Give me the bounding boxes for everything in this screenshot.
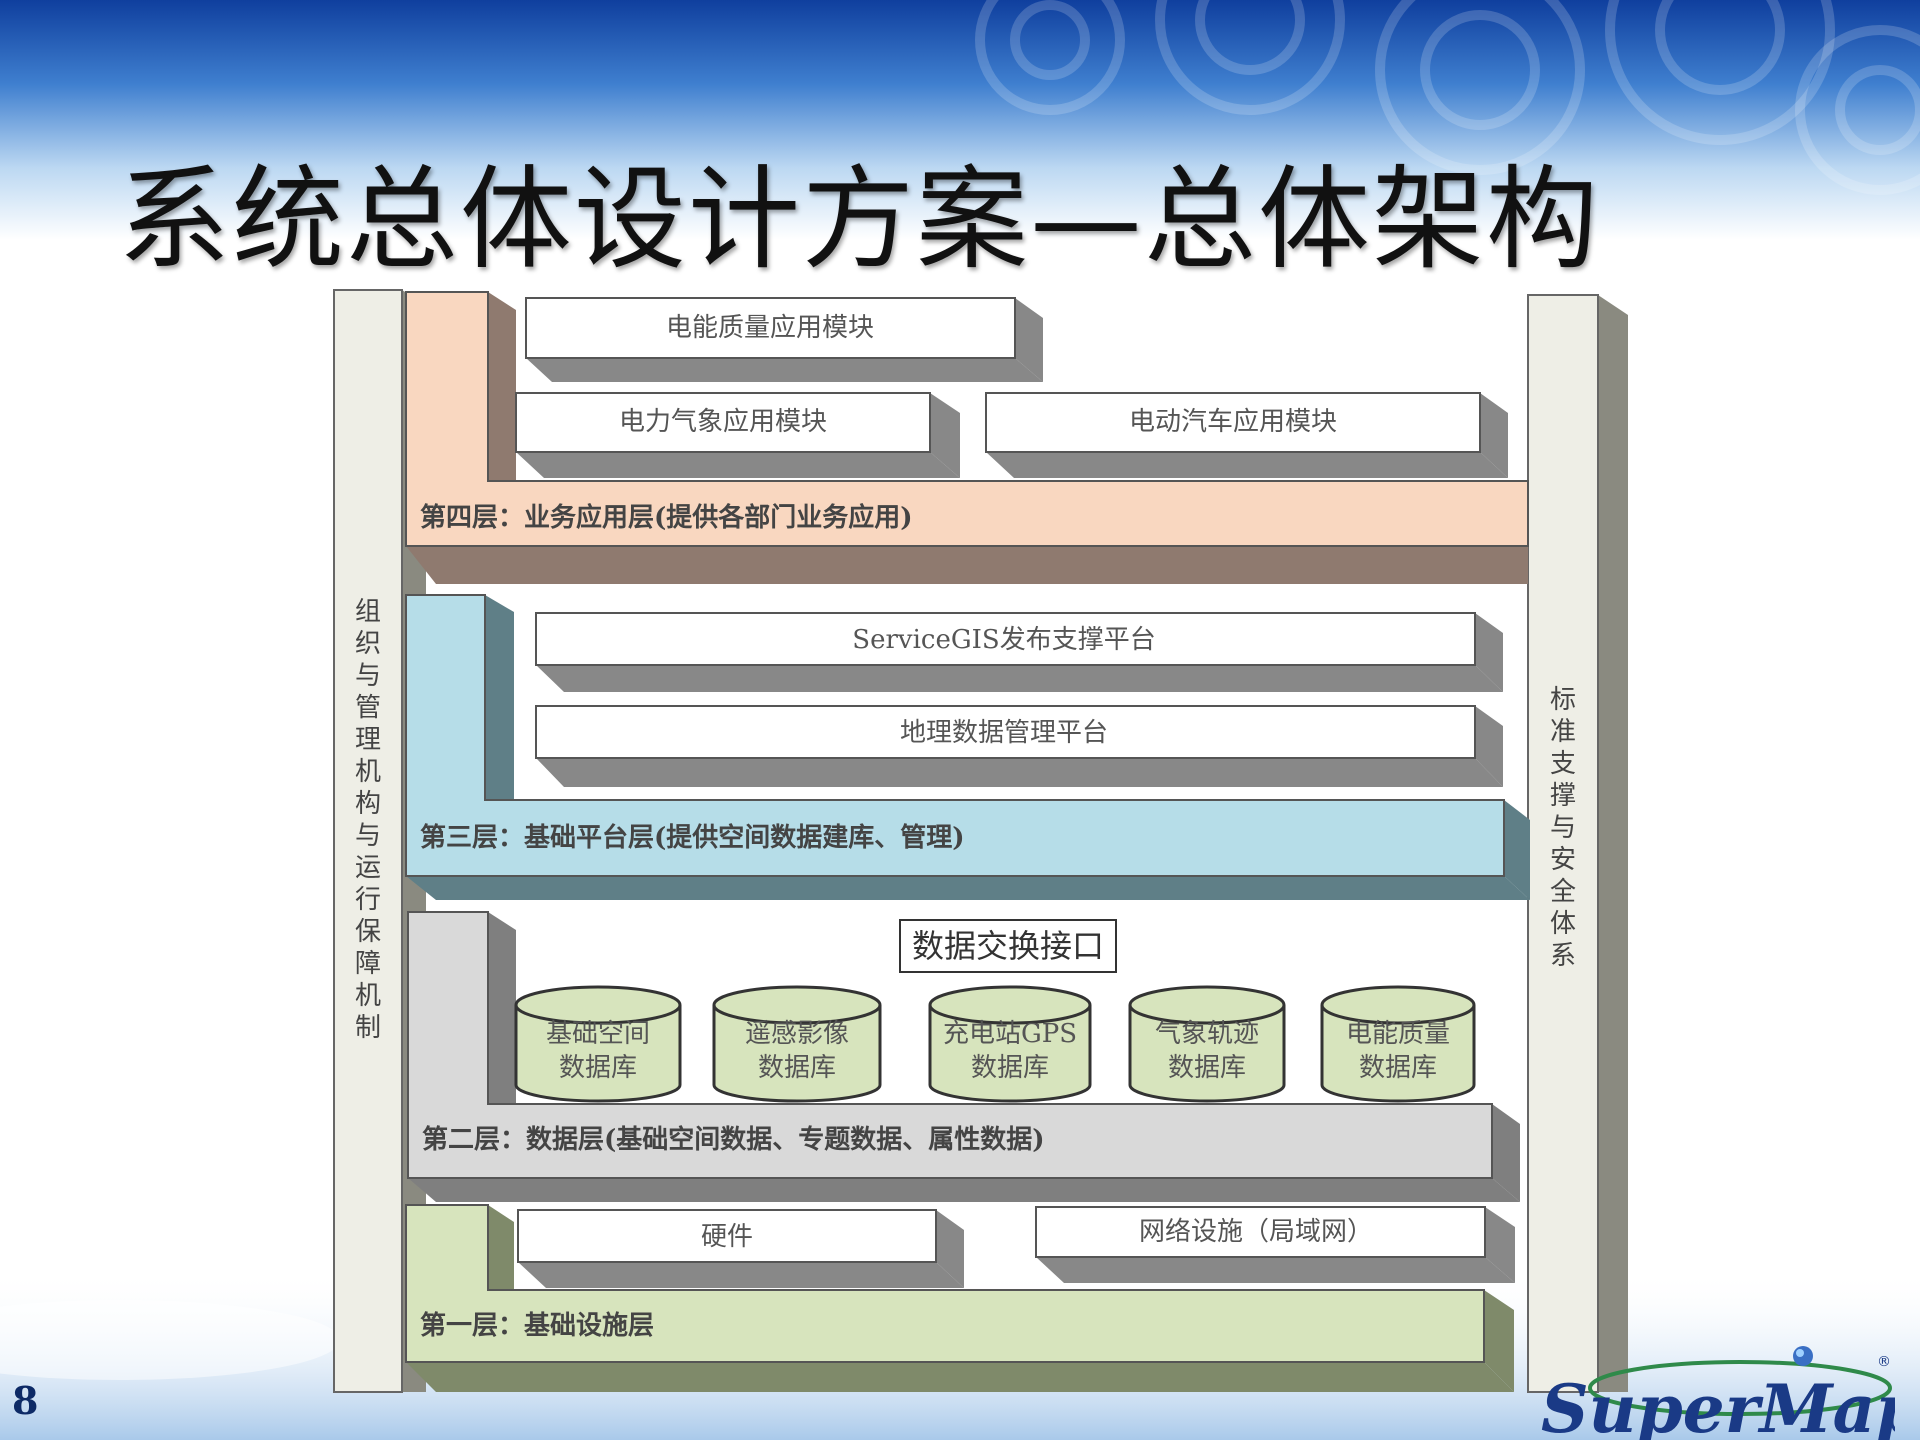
database-power-quality: 电能质量 数据库: [1320, 985, 1476, 1103]
svg-text:数据库: 数据库: [1168, 1053, 1246, 1083]
layer2-label: 第二层：数据层(基础空间数据、专题数据、属性数据): [422, 1124, 1045, 1155]
svg-text:地理数据管理平台: 地理数据管理平台: [900, 718, 1108, 748]
module-network: 网络设施（局域网）: [1035, 1206, 1515, 1283]
module-servicegis-platform: ServiceGIS发布支撑平台: [535, 612, 1503, 692]
layer4-block: 第四层：业务应用层(提供各部门业务应用): [405, 291, 1529, 584]
svg-text:充电站GPS: 充电站GPS: [943, 1019, 1077, 1049]
svg-text:数据库: 数据库: [758, 1053, 836, 1083]
module-power-quality-app: 电能质量应用模块: [525, 297, 1043, 382]
svg-text:电能质量: 电能质量: [1346, 1019, 1450, 1049]
database-basic-spatial: 基础空间 数据库: [514, 985, 682, 1103]
svg-text:电动汽车应用模块: 电动汽车应用模块: [1129, 407, 1337, 437]
svg-text:电能质量应用模块: 电能质量应用模块: [666, 313, 874, 343]
svg-text:®: ®: [1877, 1354, 1891, 1370]
layer3-block: 第三层：基础平台层(提供空间数据建库、管理): [405, 594, 1530, 900]
left-column-label: 组织与管理机构与运行保障机制: [355, 597, 381, 1043]
database-weather-track: 气象轨迹 数据库: [1128, 985, 1286, 1103]
slide-title: 系统总体设计方案—总体架构: [118, 155, 1600, 285]
svg-text:数据交换接口: 数据交换接口: [912, 927, 1104, 965]
svg-text:遥感影像: 遥感影像: [745, 1019, 849, 1049]
right-column-label: 标准支撑与安全体系: [1550, 685, 1576, 971]
layer3-label: 第三层：基础平台层(提供空间数据建库、管理): [420, 822, 965, 853]
svg-text:电力气象应用模块: 电力气象应用模块: [619, 407, 827, 437]
svg-text:网络设施（局域网）: 网络设施（局域网）: [1139, 1217, 1373, 1247]
module-ev-app: 电动汽车应用模块: [985, 392, 1508, 478]
layer1-label: 第一层：基础设施层: [420, 1310, 654, 1341]
svg-text:数据库: 数据库: [971, 1053, 1049, 1083]
svg-text:基础空间: 基础空间: [546, 1019, 650, 1049]
database-remote-sensing: 遥感影像 数据库: [712, 985, 882, 1103]
svg-text:气象轨迹: 气象轨迹: [1155, 1019, 1259, 1049]
layer2-block: 第二层：数据层(基础空间数据、专题数据、属性数据): [407, 911, 1520, 1202]
right-column: 标准支撑与安全体系: [1527, 294, 1628, 1393]
layer1-block: 第一层：基础设施层: [405, 1204, 1514, 1392]
svg-text:SuperMap: SuperMap: [1541, 1370, 1895, 1440]
page-number: 8: [12, 1378, 39, 1423]
supermap-logo: SuperMap ®: [1541, 1346, 1895, 1440]
module-power-weather-app: 电力气象应用模块: [515, 392, 960, 478]
module-geo-data-platform: 地理数据管理平台: [535, 705, 1503, 787]
module-hardware: 硬件: [517, 1209, 964, 1288]
database-charging-gps: 充电站GPS 数据库: [928, 985, 1092, 1103]
svg-text:ServiceGIS发布支撑平台: ServiceGIS发布支撑平台: [852, 625, 1155, 655]
layer4-label: 第四层：业务应用层(提供各部门业务应用): [420, 502, 913, 533]
svg-text:数据库: 数据库: [1359, 1053, 1437, 1083]
data-exchange-interface: 数据交换接口: [899, 919, 1117, 973]
svg-text:数据库: 数据库: [559, 1053, 637, 1083]
svg-text:硬件: 硬件: [701, 1222, 753, 1252]
